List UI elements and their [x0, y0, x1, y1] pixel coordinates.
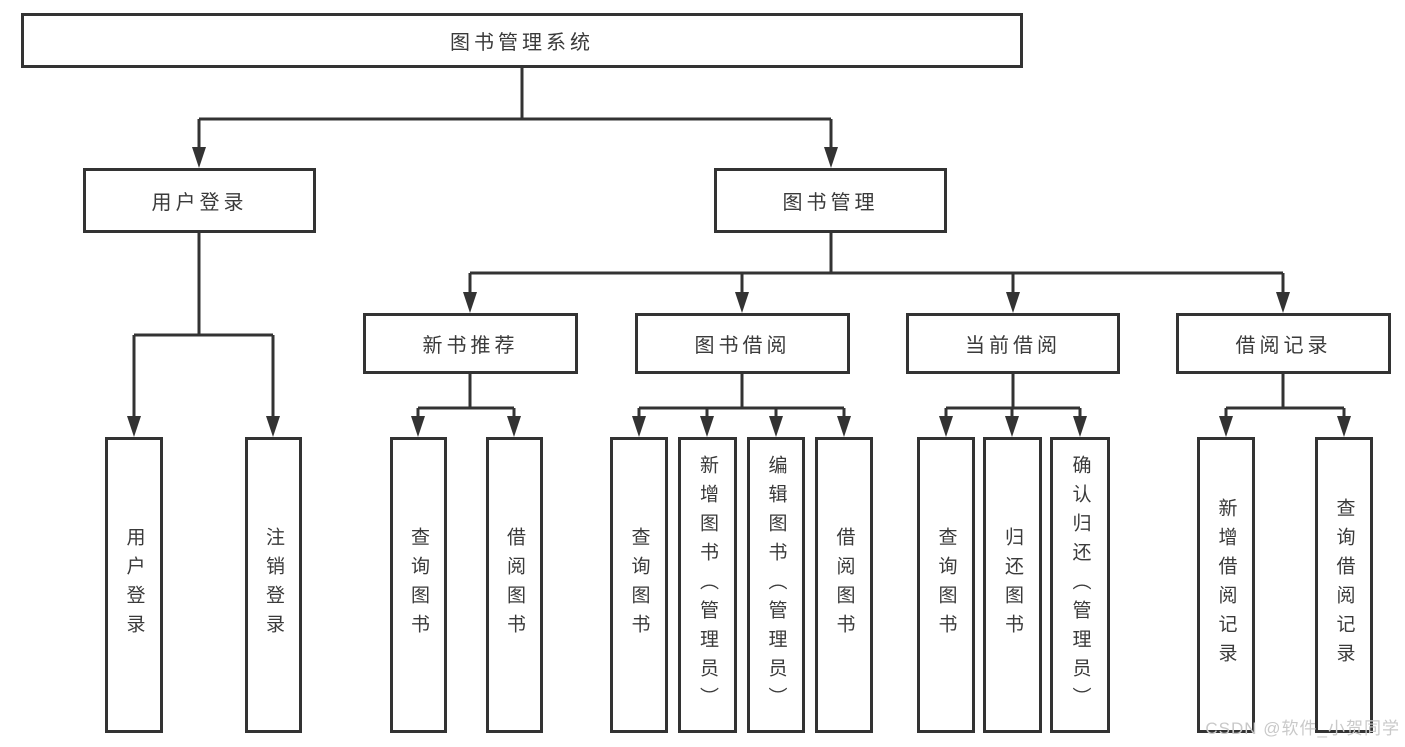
leaf-newbook-borrow-label: 借阅图书 — [504, 527, 525, 643]
connector-user-login-leaves — [127, 233, 280, 437]
connector-current-borrow-leaves — [939, 374, 1087, 437]
node-root-system: 图书管理系统 — [21, 13, 1023, 68]
leaf-logout: 注销登录 — [245, 437, 302, 733]
leaf-borrow-query: 查询图书 — [610, 437, 668, 733]
leaf-record-query: 查询借阅记录 — [1315, 437, 1373, 733]
leaf-record-add-label: 新增借阅记录 — [1215, 498, 1237, 672]
leaf-borrow-borrow: 借阅图书 — [815, 437, 873, 733]
leaf-current-query-label: 查询图书 — [935, 527, 957, 643]
connector-new-book-leaves — [411, 374, 521, 437]
leaf-record-add: 新增借阅记录 — [1197, 437, 1255, 733]
leaf-logout-label: 注销登录 — [263, 527, 284, 643]
node-current-borrow: 当前借阅 — [906, 313, 1120, 374]
node-new-book-recommend: 新书推荐 — [363, 313, 578, 374]
csdn-watermark: CSDN @软件_小贺同学 — [1205, 719, 1400, 738]
leaf-borrow-query-label: 查询图书 — [628, 527, 650, 643]
leaf-current-confirm-admin: 确认归还（管理员） — [1050, 437, 1110, 733]
connector-book-mgmt-level3 — [463, 233, 1290, 313]
leaf-user-login: 用户登录 — [105, 437, 163, 733]
node-borrow-record: 借阅记录 — [1176, 313, 1391, 374]
connector-root-to-level2 — [192, 68, 838, 168]
leaf-borrow-edit-admin-label: 编辑图书（管理员） — [765, 454, 787, 716]
leaf-newbook-query: 查询图书 — [390, 437, 447, 733]
leaf-newbook-borrow: 借阅图书 — [486, 437, 543, 733]
leaf-current-confirm-admin-label: 确认归还（管理员） — [1069, 454, 1091, 716]
connector-book-borrow-leaves — [632, 374, 851, 437]
leaf-user-login-label: 用户登录 — [123, 527, 145, 643]
leaf-borrow-add-admin: 新增图书（管理员） — [678, 437, 737, 733]
node-user-login: 用户登录 — [83, 168, 316, 233]
leaf-current-query: 查询图书 — [917, 437, 975, 733]
leaf-current-return-label: 归还图书 — [1002, 527, 1023, 643]
leaf-borrow-borrow-label: 借阅图书 — [833, 527, 855, 643]
leaf-borrow-edit-admin: 编辑图书（管理员） — [747, 437, 805, 733]
leaf-current-return: 归还图书 — [983, 437, 1042, 733]
node-book-management: 图书管理 — [714, 168, 947, 233]
node-book-borrow: 图书借阅 — [635, 313, 850, 374]
leaf-borrow-add-admin-label: 新增图书（管理员） — [697, 454, 718, 716]
leaf-newbook-query-label: 查询图书 — [408, 527, 429, 643]
connector-borrow-record-leaves — [1219, 374, 1351, 437]
leaf-record-query-label: 查询借阅记录 — [1333, 498, 1355, 672]
